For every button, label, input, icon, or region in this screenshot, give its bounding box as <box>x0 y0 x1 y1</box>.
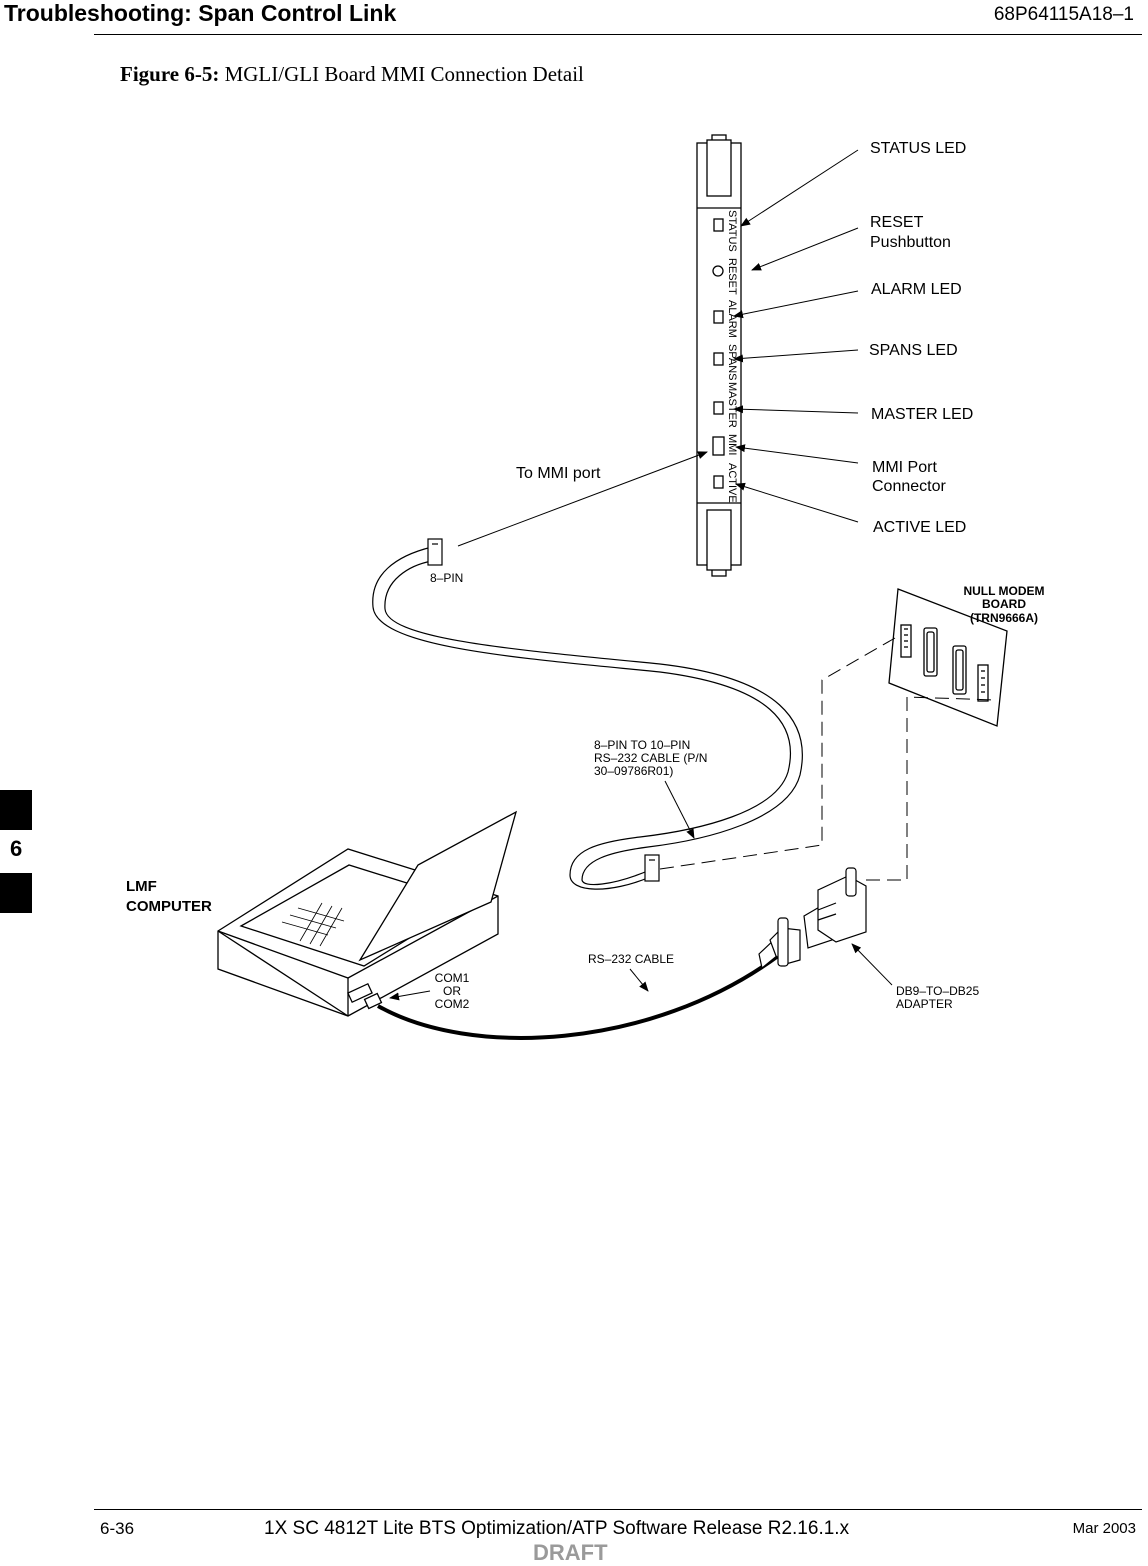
callout-to-mmi-port: To MMI port <box>516 465 601 482</box>
spans-leader <box>733 349 859 363</box>
callout-null-modem-line1: NULL MODEM <box>963 584 1044 598</box>
figure-title: MGLI/GLI Board MMI Connection Detail <box>224 62 584 86</box>
mmi-port-icon <box>712 436 725 456</box>
reset-button-icon <box>712 265 724 277</box>
panel-label-alarm: ALARM <box>726 300 738 338</box>
callout-alarm-led: ALARM LED <box>871 281 962 298</box>
dashed-links <box>659 637 996 881</box>
db9-db25-adapter <box>758 867 867 970</box>
callout-mmi-line1: MMI Port <box>872 459 937 476</box>
figure-label: Figure 6-5: <box>120 62 220 86</box>
callout-com-line1: COM1 <box>435 971 470 985</box>
to-mmi-leader <box>457 451 708 547</box>
draft-stamp: DRAFT <box>533 1540 608 1565</box>
footer-title: 1X SC 4812T Lite BTS Optimization/ATP So… <box>264 1518 850 1539</box>
callout-rs232-cable: RS–232 CABLE <box>588 952 674 966</box>
chapter-tab-bottom <box>0 873 32 913</box>
chapter-tab-top <box>0 790 32 830</box>
callout-adapter-line1: DB9–TO–DB25 <box>896 984 979 998</box>
callout-reset-line1: RESET <box>870 214 924 231</box>
panel-label-active: ACTIVE <box>726 463 738 503</box>
rs232-leader <box>629 968 649 992</box>
callout-cable-line3: 30–09786R01) <box>594 764 673 778</box>
footer-date: Mar 2003 <box>1072 1520 1136 1537</box>
callout-null-modem-line2: BOARD <box>982 597 1026 611</box>
callout-spans-led: SPANS LED <box>869 342 958 359</box>
callout-active-led: ACTIVE LED <box>873 519 966 536</box>
document-number: 68P64115A18–1 <box>993 4 1134 25</box>
mmi-leader <box>735 444 859 464</box>
chapter-tab-number: 6 <box>10 836 23 861</box>
com-leader <box>389 990 431 1001</box>
page-header-title: Troubleshooting: Span Control Link <box>4 0 397 26</box>
reset-leader <box>751 227 859 271</box>
panel-label-spans: SPANS <box>726 344 738 380</box>
callout-com-line3: COM2 <box>435 997 470 1011</box>
panel-label-reset: RESET <box>726 258 738 295</box>
status-leader <box>740 149 859 227</box>
panel-label-master: MASTER <box>726 382 738 428</box>
alarm-leader <box>733 290 859 319</box>
footer-rule <box>94 1509 1142 1510</box>
callout-lmf-line2: COMPUTER <box>126 898 212 915</box>
callout-reset-line2: Pushbutton <box>870 234 951 251</box>
page-number: 6-36 <box>100 1519 135 1538</box>
callout-status-led: STATUS LED <box>870 140 966 157</box>
rs232-cable <box>377 954 780 1040</box>
lmf-computer <box>217 810 518 1017</box>
null-modem-board <box>888 588 1008 727</box>
callout-master-led: MASTER LED <box>871 406 973 423</box>
figure-caption: Figure 6-5: MGLI/GLI Board MMI Connectio… <box>120 62 584 87</box>
panel-label-status: STATUS <box>726 210 738 252</box>
callout-adapter-line2: ADAPTER <box>896 997 953 1011</box>
callout-cable-line1: 8–PIN TO 10–PIN <box>594 738 690 752</box>
active-leader <box>735 482 859 523</box>
callout-cable-line2: RS–232 CABLE (P/N <box>594 751 707 765</box>
status-led-icon <box>713 218 724 232</box>
spans-led-icon <box>713 352 724 366</box>
bottom-ejector-icon <box>706 509 732 571</box>
master-leader <box>733 405 859 414</box>
active-led-icon <box>713 475 724 489</box>
header-rule <box>94 34 1142 35</box>
panel-label-mmi: MMI <box>726 434 738 455</box>
callout-lmf-line1: LMF <box>126 878 157 895</box>
callout-com-line2: OR <box>443 984 461 998</box>
gli-board-panel <box>696 134 742 577</box>
callout-null-modem-line3: (TRN9666A) <box>970 611 1038 625</box>
master-led-icon <box>713 401 724 415</box>
eight-pin-connector-icon <box>427 538 443 566</box>
adapter-leader <box>851 943 893 986</box>
callout-mmi-line2: Connector <box>872 478 946 495</box>
alarm-led-icon <box>713 310 724 324</box>
top-ejector-icon <box>706 139 732 197</box>
ribbon-cable <box>372 538 803 890</box>
callout-8-pin: 8–PIN <box>430 571 463 585</box>
ten-pin-connector-icon <box>644 854 660 882</box>
